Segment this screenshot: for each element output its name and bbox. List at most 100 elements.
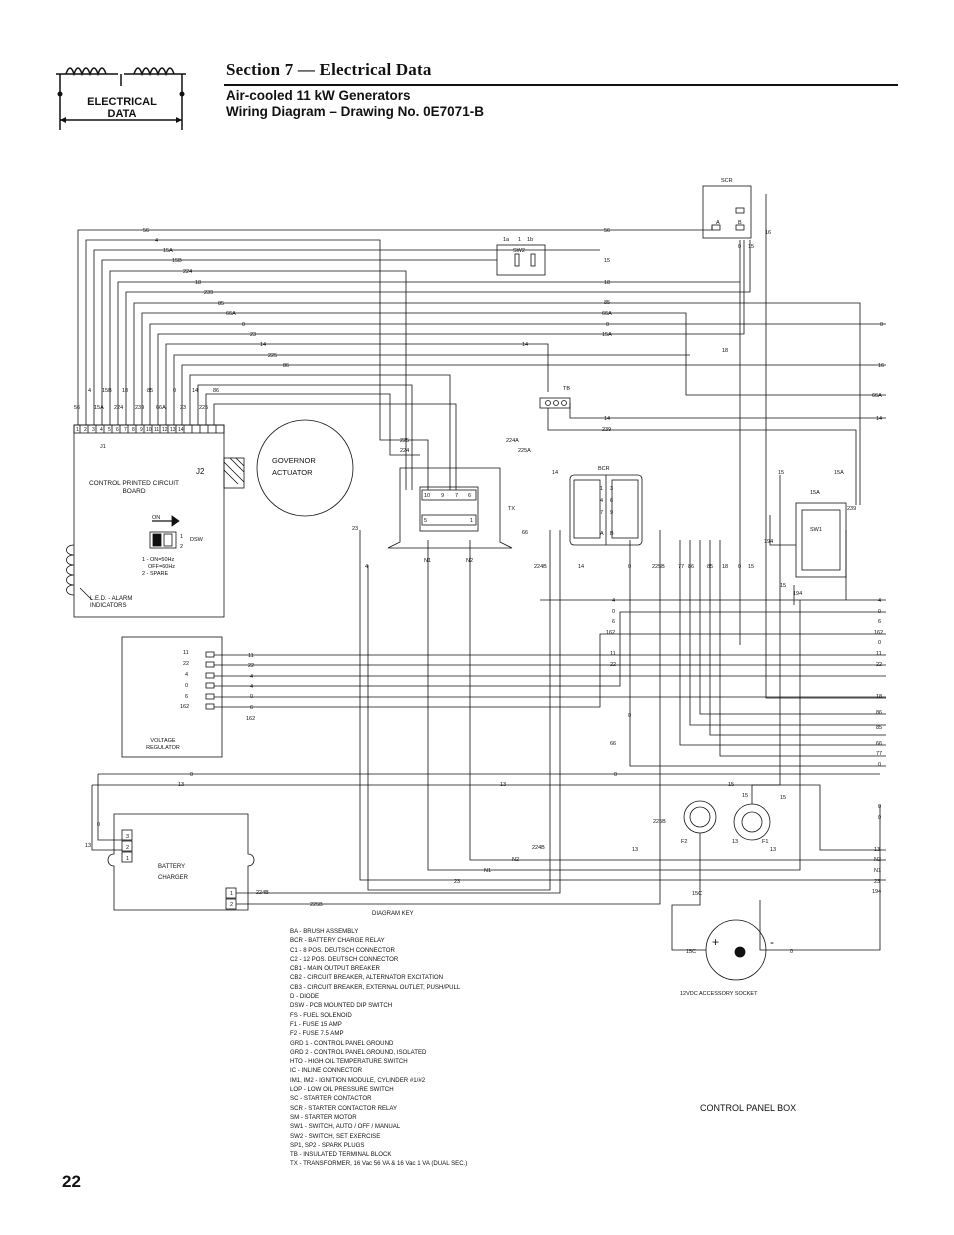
section-title: Section 7 — Electrical Data: [226, 60, 432, 79]
svg-text:N1: N1: [424, 558, 431, 564]
svg-text:85: 85: [218, 301, 224, 307]
svg-text:14: 14: [192, 388, 198, 394]
svg-text:14: 14: [178, 427, 184, 433]
key-item: SW2 - SWITCH, SET EXERCISE: [290, 1132, 381, 1140]
svg-text:194: 194: [793, 591, 802, 597]
svg-text:15: 15: [748, 244, 754, 250]
svg-text:3: 3: [610, 486, 613, 492]
key-item: C2 - 12 POS. DEUTSCH CONNECTOR: [290, 955, 399, 963]
title-rule: [224, 84, 898, 86]
svg-text:13: 13: [770, 847, 776, 853]
svg-text:SCR: SCR: [721, 178, 733, 184]
svg-text:0: 0: [878, 815, 881, 821]
key-item: IM1, IM2 - IGNITION MODULE, CYLINDER #1/…: [290, 1076, 426, 1084]
subtitle-line-2: Wiring Diagram – Drawing No. 0E7071-B: [226, 104, 484, 119]
svg-text:239: 239: [602, 427, 611, 433]
svg-text:16: 16: [878, 363, 884, 369]
svg-text:0: 0: [612, 609, 615, 615]
svg-text:1: 1: [76, 427, 79, 433]
key-item: FS - FUEL SOLENOID: [290, 1011, 352, 1019]
svg-text:15: 15: [742, 793, 748, 799]
svg-text:23: 23: [180, 405, 186, 411]
dsw-note-2: OFF=60Hz: [148, 564, 176, 570]
svg-text:1: 1: [180, 534, 183, 540]
svg-text:4: 4: [250, 684, 253, 690]
key-item: DSW - PCB MOUNTED DIP SWITCH: [290, 1002, 393, 1010]
svg-text:15B: 15B: [172, 258, 182, 264]
svg-text:6: 6: [610, 498, 613, 504]
svg-text:162: 162: [606, 630, 615, 636]
svg-text:2: 2: [84, 427, 87, 433]
svg-text:0: 0: [738, 564, 741, 570]
svg-text:N1: N1: [484, 868, 491, 874]
svg-text:66A: 66A: [872, 393, 882, 399]
svg-text:15C: 15C: [692, 891, 702, 897]
svg-text:DSW: DSW: [190, 537, 204, 543]
svg-text:15A: 15A: [602, 332, 612, 338]
svg-text:13: 13: [632, 847, 638, 853]
svg-text:15: 15: [780, 795, 786, 801]
svg-text:18: 18: [604, 280, 610, 286]
svg-text:0: 0: [790, 949, 793, 955]
key-item: HTO - HIGH OIL TEMPERATURE SWITCH: [290, 1058, 408, 1066]
svg-text:BCR: BCR: [598, 466, 610, 472]
svg-text:225: 225: [400, 438, 409, 444]
dsw-note-1: 1 - ON=50Hz: [142, 557, 175, 563]
key-item: SW1 - SWITCH, AUTO / OFF / MANUAL: [290, 1123, 401, 1131]
svg-text:23: 23: [454, 879, 460, 885]
page-number: 22: [62, 1172, 81, 1191]
svg-text:14: 14: [552, 470, 558, 476]
svg-text:239: 239: [204, 290, 213, 296]
svg-text:4: 4: [155, 238, 158, 244]
svg-text:225: 225: [268, 353, 277, 359]
svg-text:4: 4: [365, 564, 368, 570]
svg-text:15: 15: [780, 583, 786, 589]
svg-text:13: 13: [85, 843, 91, 849]
svg-text:225: 225: [199, 405, 208, 411]
key-item: BCR - BATTERY CHARGE RELAY: [290, 937, 385, 945]
svg-text:239: 239: [135, 405, 144, 411]
svg-text:0: 0: [878, 640, 881, 646]
svg-text:162: 162: [246, 716, 255, 722]
svg-text:0: 0: [878, 762, 881, 768]
governor-label: GOVERNOR ACTUATOR: [272, 456, 316, 477]
svg-text:14: 14: [876, 416, 882, 422]
pcb-label: CONTROL PRINTED CIRCUIT BOARD: [88, 480, 180, 495]
key-item: TB - INSULATED TERMINAL BLOCK: [290, 1151, 392, 1159]
svg-text:J1: J1: [100, 444, 106, 450]
svg-text:66A: 66A: [156, 405, 166, 411]
svg-text:14: 14: [522, 342, 528, 348]
key-item: BA - BRUSH ASSEMBLY: [290, 928, 359, 935]
svg-text:225B: 225B: [652, 564, 665, 570]
svg-text:66A: 66A: [226, 311, 236, 317]
svg-text:4: 4: [600, 498, 603, 504]
svg-text:11: 11: [876, 651, 882, 657]
key-item: GRD 2 - CONTROL PANEL GROUND, ISOLATED: [290, 1048, 427, 1056]
svg-text:7: 7: [124, 427, 127, 433]
key-item: F1 - FUSE 15 AMP: [290, 1020, 342, 1028]
control-panel-box-label: CONTROL PANEL BOX: [700, 1103, 797, 1113]
key-item: D - DIODE: [290, 993, 320, 1001]
svg-text:5: 5: [108, 427, 111, 433]
svg-text:N2: N2: [874, 857, 881, 863]
svg-text:4: 4: [185, 672, 188, 678]
svg-text:0: 0: [628, 564, 631, 570]
svg-text:6: 6: [185, 694, 188, 700]
svg-text:85: 85: [707, 564, 713, 570]
svg-text:0: 0: [242, 322, 245, 328]
svg-text:0: 0: [878, 804, 881, 810]
svg-text:8: 8: [132, 427, 135, 433]
svg-text:15C: 15C: [686, 949, 696, 955]
svg-text:9: 9: [140, 427, 143, 433]
svg-text:12: 12: [162, 427, 168, 433]
svg-text:9: 9: [441, 493, 444, 499]
svg-text:0: 0: [250, 694, 253, 700]
svg-text:15A: 15A: [94, 405, 104, 411]
svg-text:4: 4: [100, 427, 103, 433]
svg-text:15B: 15B: [102, 388, 112, 394]
svg-text:23: 23: [352, 526, 358, 532]
svg-text:86: 86: [688, 564, 694, 570]
key-item: LOP - LOW OIL PRESSURE SWITCH: [290, 1086, 394, 1094]
svg-text:N2: N2: [466, 558, 473, 564]
